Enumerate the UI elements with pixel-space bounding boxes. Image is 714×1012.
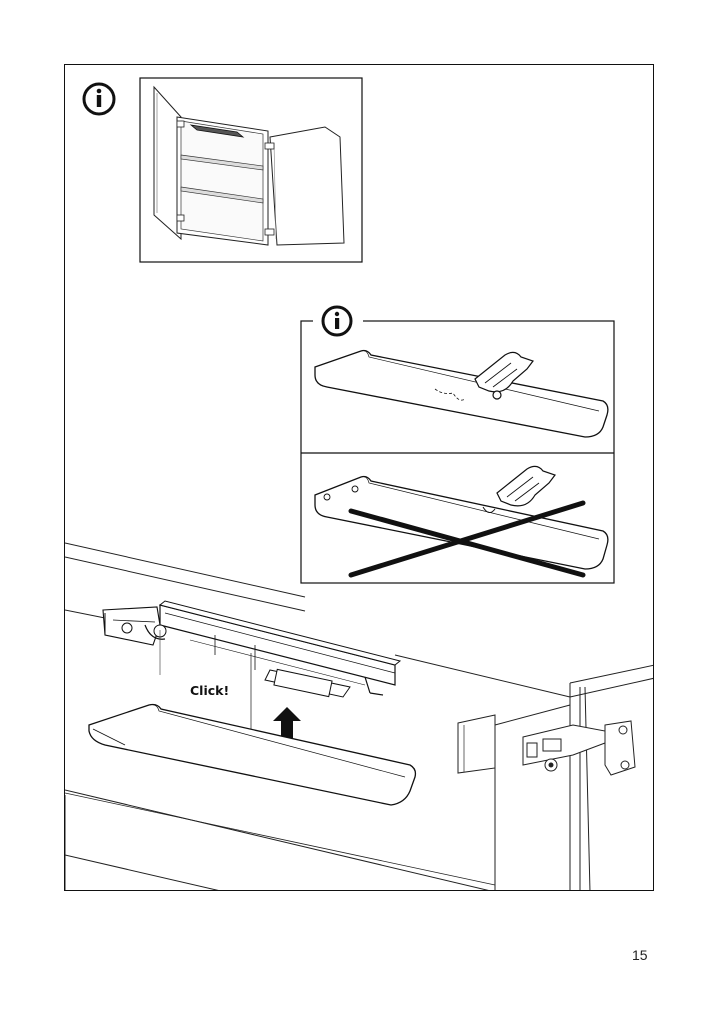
cabinet-inset — [139, 77, 363, 263]
click-label: Click! — [190, 683, 229, 698]
light-bar-incorrect — [314, 475, 609, 570]
up-arrow-icon — [273, 707, 301, 751]
hand-icon — [474, 351, 534, 400]
light-bar — [88, 703, 417, 806]
cross-icon — [348, 500, 586, 578]
wall-bracket — [457, 714, 496, 774]
light-bar-correct — [314, 349, 609, 438]
instruction-frame: Click! — [64, 64, 654, 891]
info-icon — [82, 82, 116, 116]
page-number: 15 — [632, 947, 648, 963]
info-icon — [321, 305, 353, 337]
door-hinge — [522, 720, 636, 776]
instruction-illustration: Click! — [65, 77, 653, 890]
mounting-rail — [102, 600, 402, 698]
hand-icon — [496, 465, 556, 507]
handling-panel — [300, 305, 615, 584]
